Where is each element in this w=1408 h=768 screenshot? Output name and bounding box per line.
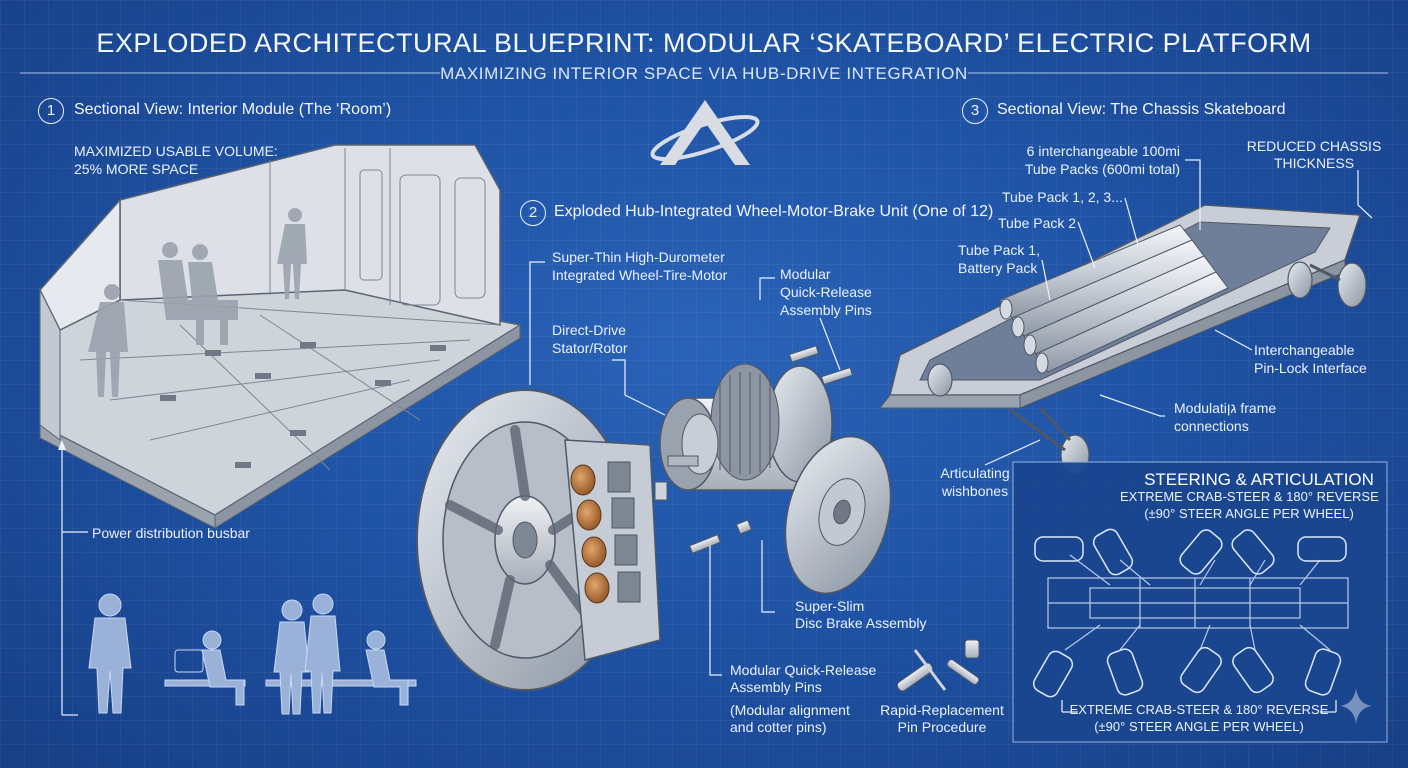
- pins2-label-line1: Modular Quick-Release: [730, 662, 877, 678]
- wishbones-label-line2: wishbones: [941, 483, 1009, 499]
- steering-subtitle-line2: (±90° STEER ANGLE PER WHEEL): [1144, 506, 1354, 521]
- logo-icon: [650, 100, 760, 165]
- page-title: EXPLODED ARCHITECTURAL BLUEPRINT: MODULA…: [96, 28, 1312, 58]
- volume-label-line1: MAXIMIZED USABLE VOLUME:: [74, 143, 278, 159]
- tube-pack-1-label-line1: Tube Pack 1,: [958, 242, 1040, 258]
- volume-label-line2: 25% MORE SPACE: [74, 161, 199, 177]
- pins2-label-line3: (Modular alignment: [730, 702, 850, 718]
- section-2-heading: Exploded Hub-Integrated Wheel-Motor-Brak…: [554, 203, 994, 220]
- sparkle-icon: [1340, 688, 1372, 724]
- steering-subtitle-line1: EXTREME CRAB-STEER & 180° REVERSE: [1120, 489, 1379, 504]
- busbar-leader: [58, 440, 88, 716]
- rapid-label-line1: Rapid-Replacement: [880, 702, 1004, 718]
- pinlock-label-line2: Pin-Lock Interface: [1254, 360, 1367, 376]
- tube-pack-123-label: Tube Pack 1, 2, 3...: [1002, 189, 1123, 205]
- tubes-label-line1: 6 interchangeable 100mi: [1026, 143, 1180, 159]
- tools-drawing: [896, 639, 980, 692]
- frame-label-line1: Modulatiגן frame: [1174, 400, 1277, 416]
- tire-label-line1: Super-Thin High-Durometer: [552, 249, 725, 265]
- section-1-number: 1: [38, 98, 64, 124]
- stator-label-line2: Stator/Rotor: [552, 340, 628, 356]
- steering-heading: STEERING & ARTICULATION: [1144, 470, 1374, 489]
- busbar-label: Power distribution busbar: [92, 525, 250, 541]
- brake-label-line1: Super-Slim: [795, 598, 865, 614]
- chassis-leaders: [984, 159, 1373, 466]
- hub-leaders: [529, 261, 841, 676]
- wishbones-label-line1: Articulating: [940, 465, 1010, 481]
- brake-label-line2: Disc Brake Assembly: [795, 615, 927, 631]
- section-2-number: 2: [520, 200, 546, 226]
- steering-wheels: [1032, 528, 1347, 698]
- motor-drawing: [659, 363, 833, 491]
- tube-pack-2-label: Tube Pack 2: [998, 215, 1077, 231]
- pins2-label-line4: and cotter pins): [730, 719, 827, 735]
- chassis-drawing: [878, 204, 1367, 476]
- assembly-pins: [688, 345, 854, 554]
- hub-unit-drawing: [416, 345, 892, 691]
- section-3-heading: Sectional View: The Chassis Skateboard: [997, 101, 1286, 118]
- page-subtitle: MAXIMIZING INTERIOR SPACE VIA HUB-DRIVE …: [440, 64, 968, 83]
- stator-label-line1: Direct-Drive: [552, 322, 626, 338]
- tire-label-line2: Integrated Wheel-Tire-Motor: [552, 267, 728, 283]
- reduced-label-line1: REDUCED CHASSIS: [1246, 138, 1382, 154]
- rapid-label-line2: Pin Procedure: [897, 719, 987, 735]
- tube-pack-1-label-line2: Battery Pack: [958, 260, 1038, 276]
- tubes-label-line2: Tube Packs (600mi total): [1024, 161, 1180, 177]
- tube-packs: [999, 224, 1229, 374]
- reduced-label-line2: THICKNESS: [1273, 155, 1355, 171]
- section-3-number: 3: [962, 98, 988, 124]
- brake-disc-drawing: [784, 435, 892, 595]
- pins-label-line2: Quick-Release: [780, 284, 872, 300]
- interior-module-drawing: [39, 144, 523, 529]
- human-scale-figures: [88, 593, 417, 715]
- pins-label-line1: Modular: [780, 266, 831, 282]
- frame-label-line2: connections: [1174, 418, 1249, 434]
- pinlock-label-line1: Interchangeable: [1254, 342, 1355, 358]
- steering-bottom-line1: EXTREME CRAB-STEER & 180° REVERSE: [1069, 702, 1329, 717]
- pins2-label-line2: Assembly Pins: [730, 679, 822, 695]
- steering-bottom-line2: (±90° STEER ANGLE PER WHEEL): [1094, 719, 1304, 734]
- steering-inset-drawing: [1012, 461, 1388, 743]
- pins-label-line3: Assembly Pins: [780, 302, 872, 318]
- section-1-heading: Sectional View: Interior Module (The ‘Ro…: [74, 101, 392, 118]
